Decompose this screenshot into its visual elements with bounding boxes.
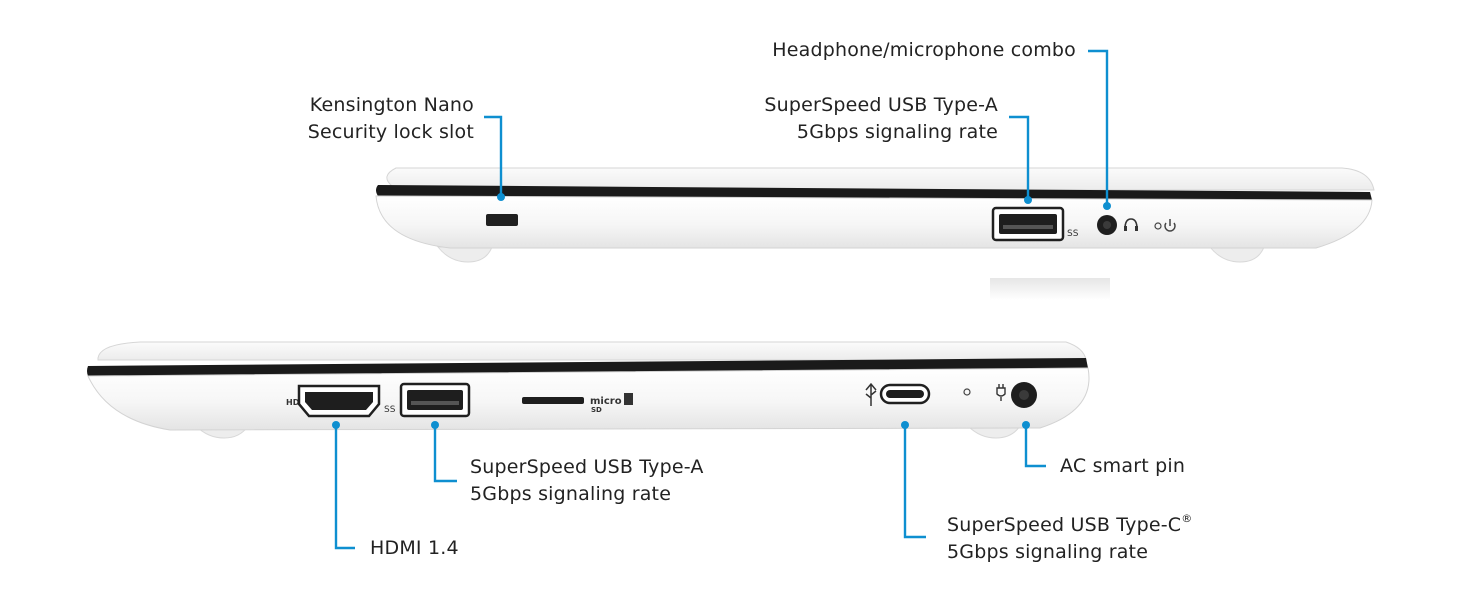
usb-symbol-icon [865,382,877,406]
power-plug-icon [996,384,1006,401]
usb-a-port-inner [999,214,1057,234]
usb-a-contacts [1003,225,1053,229]
label-usb-c: SuperSpeed USB Type-C® 5Gbps signaling r… [947,512,1192,566]
callout-dot [1022,421,1030,429]
label-usb-a-right: SuperSpeed USB Type-A 5Gbps signaling ra… [764,92,998,146]
power-icon [1164,222,1176,232]
callout-usb-a-right [1009,115,1030,200]
label-usb-c-line2: 5Gbps signaling rate [947,541,1149,563]
label-kensington-line2: Security lock slot [307,121,474,143]
laptop-base [87,367,1090,431]
callout-ac-pin [1024,425,1046,468]
microsd-slot [522,397,584,404]
lid-seam [87,358,1088,376]
kensington-lock-slot [486,214,518,226]
label-headphone-line1: Headphone/microphone combo [772,39,1076,61]
registered-mark: ® [1181,512,1193,525]
callout-dot [901,421,909,429]
label-kensington: Kensington Nano Security lock slot [308,92,474,146]
lid-seam [376,185,1372,200]
label-hdmi: HDMI 1.4 [370,535,459,562]
callout-usb-a-left [433,425,457,483]
callout-lines [334,49,1109,550]
label-usb-c-line1-wrap: SuperSpeed USB Type-C® [947,512,1192,539]
microsd-logo-sd: SD [591,406,602,414]
label-usb-a-left: SuperSpeed USB Type-A 5Gbps signaling ra… [470,454,704,508]
hdmi-port-inner [305,392,373,410]
microsd-logo-micro: micro [590,396,622,407]
laptop-base [375,195,1373,249]
label-usb-a-left-line2: 5Gbps signaling rate [470,483,672,505]
label-usb-a-right-line1: SuperSpeed USB Type-A [764,94,998,116]
label-headphone: Headphone/microphone combo [772,37,1076,64]
callout-dot [431,421,439,429]
left-side-view: HDMI SS micro SD [87,341,1090,439]
label-ac-pin-line1: AC smart pin [1060,455,1186,477]
callout-dot [497,193,505,201]
callout-dots [332,193,1111,429]
label-hdmi-line1: HDMI 1.4 [370,537,459,559]
headset-icon-ear [1135,226,1138,231]
led-indicator [1154,222,1162,230]
rubber-foot [1208,246,1265,263]
label-usb-a-right-line2: 5Gbps signaling rate [796,121,998,143]
headset-icon [1124,218,1138,230]
rubber-foot [436,246,493,263]
headphone-jack-inner [1103,221,1111,229]
ss-logo: SS [384,405,396,415]
laptop-lid [97,341,1087,361]
callout-dot [1024,196,1032,204]
label-ac-pin: AC smart pin [1060,453,1185,480]
ac-power-jack-inner [1019,390,1029,400]
usb-a-contacts [411,401,459,405]
callout-hdmi [334,425,355,550]
ss-logo: SS [1067,229,1079,239]
sd-card-icon [624,393,633,405]
callout-headphone [1088,49,1109,206]
reflection [990,278,1110,300]
label-kensington-line1: Kensington Nano [309,94,474,116]
led-indicator [963,388,971,396]
callout-dot [332,421,340,429]
usb-a-port-inner [407,390,463,410]
rubber-foot [966,425,1021,439]
callout-usb-c [903,425,926,539]
label-usb-c-line1: SuperSpeed USB Type-C [947,514,1182,536]
right-side-view: SS [375,167,1375,300]
label-usb-a-left-line1: SuperSpeed USB Type-A [470,456,704,478]
usb-c-port-inner [886,390,924,398]
callout-kensington [484,115,503,197]
callout-dot [1103,202,1111,210]
headset-icon-ear [1124,226,1127,231]
laptop-lid [386,167,1375,191]
